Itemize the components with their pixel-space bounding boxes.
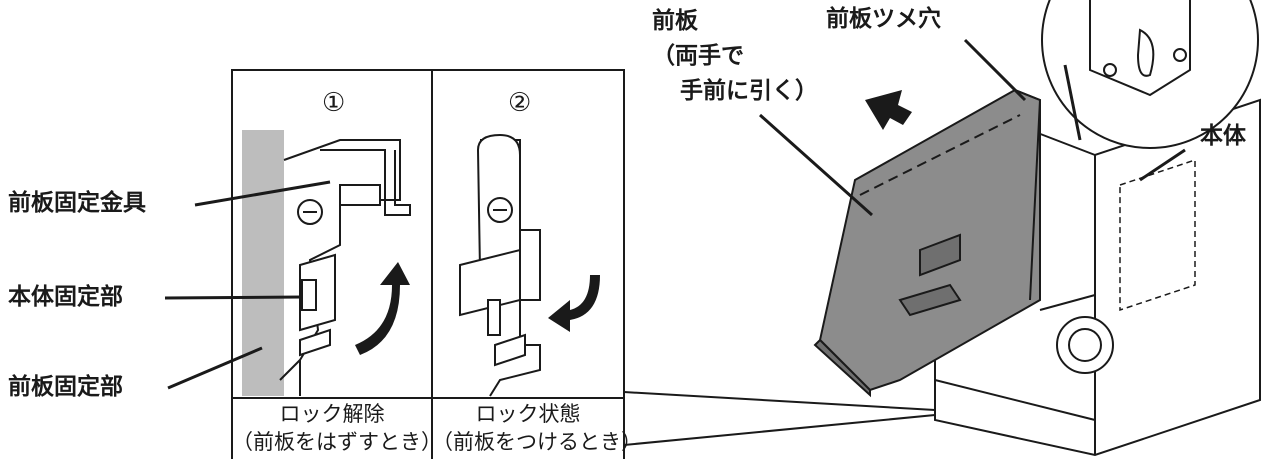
panel-1-caption: ロック解除 [279,402,385,426]
inset-frame [231,69,936,459]
claw-hole-detail-circle [1041,0,1259,149]
front-plate-drawing [813,88,1042,398]
body-label: 本体 [1200,123,1246,149]
panel-1-subcaption: （前板をはずすとき） [232,430,442,454]
panel-2-subcaption: （前板をつけるとき） [432,430,642,454]
pull-direction-arrow [865,90,912,130]
body-fixing-part-label: 本体固定部 [8,284,123,310]
panel-2-drawing [459,133,600,397]
front-plate-claw-hole-label: 前板ツメ穴 [826,6,941,32]
panel-2-number: ② [508,88,532,118]
front-plate-instruction-line2: 手前に引く） [680,78,818,104]
front-plate-fixing-bracket-label: 前板固定金具 [8,190,146,216]
panel-1-number: ① [322,88,346,118]
leader-lines [164,38,1186,390]
panel-2-caption: ロック状態 [475,402,581,426]
panel-1-drawing [242,130,411,396]
front-plate-instruction-line1: （両手で [652,43,744,69]
front-plate-label: 前板 [652,8,698,34]
front-plate-fixing-part-label: 前板固定部 [8,374,123,400]
